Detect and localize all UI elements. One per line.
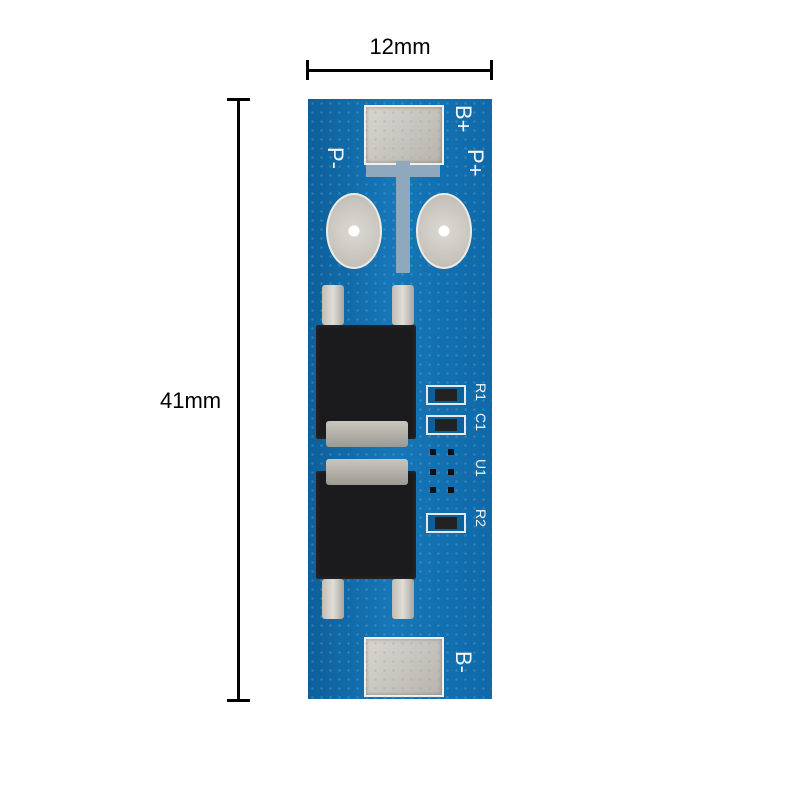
width-dimension-cap-left	[306, 60, 309, 80]
b-minus-pad	[364, 637, 444, 697]
r2-label: R2	[473, 509, 489, 527]
width-dimension-label: 12mm	[369, 34, 431, 59]
ic-u1-pin	[430, 487, 436, 493]
mosfet-lower	[316, 471, 416, 579]
mosfet-leg	[322, 579, 344, 619]
height-dimension-cap-bottom	[227, 699, 250, 702]
mosfet-leg	[322, 285, 344, 325]
p-plus-hole	[416, 193, 472, 269]
pad-trace	[396, 161, 410, 273]
mosfet-tab	[326, 421, 408, 447]
capacitor-c1	[426, 415, 466, 435]
height-dimension-label: 41mm	[160, 388, 222, 413]
u1-label: U1	[473, 459, 489, 477]
height-dimension-cap-top	[227, 98, 250, 101]
mosfet-tab	[326, 459, 408, 485]
p-plus-label: P+	[463, 149, 488, 177]
ic-u1-pin	[448, 469, 454, 475]
b-minus-label: B-	[451, 651, 476, 673]
pcb-board: B+ P+ P- R1 C1 U1 R2 B-	[308, 99, 492, 699]
mosfet-leg	[392, 285, 414, 325]
width-dimension-line	[308, 69, 492, 72]
r1-label: R1	[473, 383, 489, 401]
mosfet-leg	[392, 579, 414, 619]
p-minus-hole	[326, 193, 382, 269]
ic-u1-pin	[430, 449, 436, 455]
b-plus-label: B+	[451, 105, 476, 133]
ic-u1-pin	[448, 449, 454, 455]
p-minus-label: P-	[323, 147, 348, 169]
resistor-r1	[426, 385, 466, 405]
pad-trace	[366, 165, 440, 177]
height-dimension-line	[237, 99, 240, 701]
b-plus-pad	[364, 105, 444, 165]
width-dimension-cap-right	[490, 60, 493, 80]
ic-u1-pin	[430, 469, 436, 475]
resistor-r2	[426, 513, 466, 533]
ic-u1-pin	[448, 487, 454, 493]
mosfet-upper	[316, 325, 416, 439]
c1-label: C1	[473, 413, 489, 431]
